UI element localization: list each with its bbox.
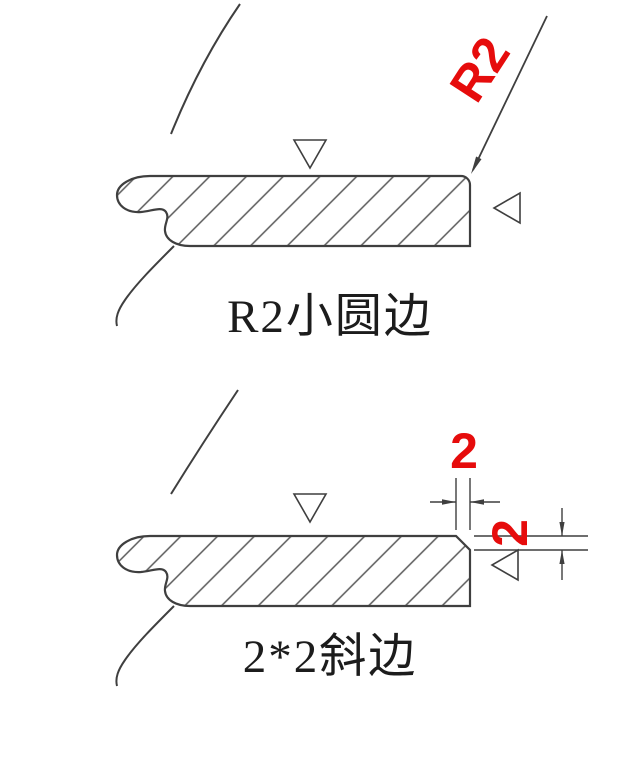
figure-top-caption: R2小圆边 <box>227 291 433 343</box>
top-break-line-icon <box>170 3 241 135</box>
chamfer-width-label: 2 <box>450 423 478 479</box>
bottom-break-line-icon <box>170 389 239 495</box>
top-break-curve-icon <box>115 245 175 327</box>
dim-arrow-left-icon <box>470 499 484 505</box>
dim-arrow-right-icon <box>442 499 456 505</box>
r2-leader-line <box>472 15 548 171</box>
surface-finish-side-triangle-icon <box>490 548 519 582</box>
top-section-outline <box>115 174 472 248</box>
bottom-break-curve-icon <box>115 605 175 687</box>
surface-finish-side-triangle-icon <box>492 191 521 225</box>
chamfer-width-dimension <box>430 478 500 530</box>
bottom-section-outline <box>115 534 472 608</box>
chamfer-height-label: 2 <box>482 519 538 547</box>
dim-arrow-down-icon <box>559 522 565 536</box>
chamfer-height-dimension <box>474 508 588 580</box>
r2-leader-arrow-icon <box>471 156 482 174</box>
figure-top <box>115 3 548 327</box>
figure-bottom-caption: 2*2斜边 <box>242 631 418 683</box>
dim-arrow-up-icon <box>559 550 565 564</box>
surface-finish-top-triangle-icon <box>292 493 328 524</box>
surface-finish-top-triangle-icon <box>292 139 328 170</box>
figure-bottom <box>115 389 588 687</box>
